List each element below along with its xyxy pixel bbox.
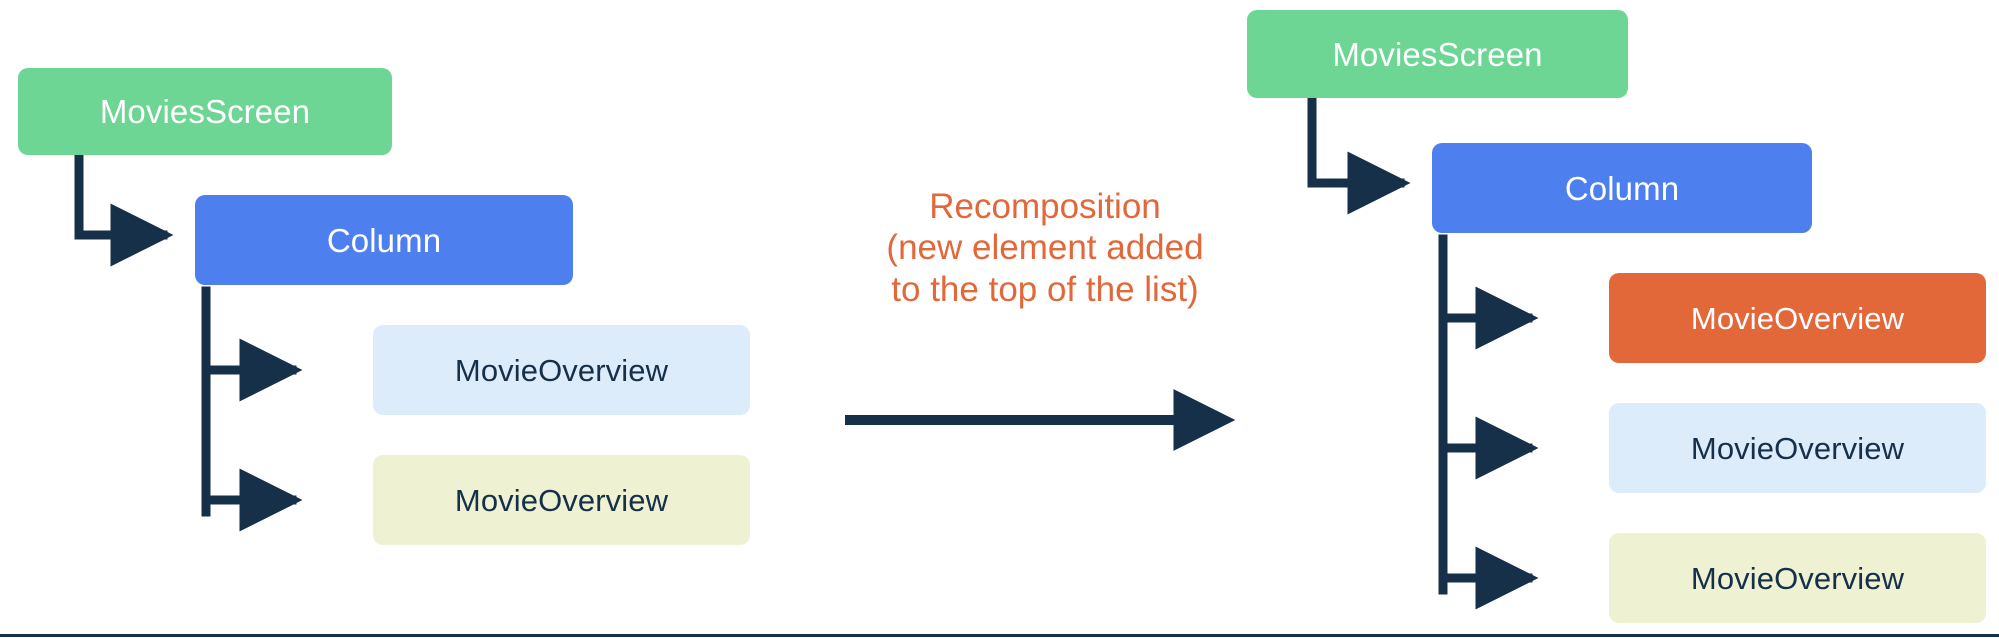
edge-movies-screen-to-column-left [74,154,174,267]
bottom-divider [0,634,1999,637]
recomposition-caption-line-3: to the top of the list) [891,269,1199,309]
recomposition-caption: Recomposition (new element added to the … [845,186,1245,310]
after-node-movie-overview-new[interactable]: MovieOverview [1609,273,1986,363]
after-node-movie-overview-2[interactable]: MovieOverview [1609,533,1986,623]
edge-movies-screen-to-column-right [1307,97,1411,215]
before-node-column[interactable]: Column [195,195,573,285]
after-node-movies-screen[interactable]: MoviesScreen [1247,10,1628,98]
recomposition-caption-line-1: Recomposition [929,187,1161,226]
edge-column-to-overviews-right [1438,234,1539,610]
after-node-column[interactable]: Column [1432,143,1812,233]
before-node-movies-screen[interactable]: MoviesScreen [18,68,392,155]
after-node-movie-overview-2-label: MovieOverview [1690,560,1905,596]
before-node-movie-overview-1-label: MovieOverview [454,352,669,388]
before-node-column-label: Column [326,221,442,259]
recomposition-caption-line-2: (new element added [886,228,1204,268]
after-node-movie-overview-new-label: MovieOverview [1690,300,1905,336]
before-node-movies-screen-label: MoviesScreen [99,93,311,130]
edge-column-to-overviews-left [201,286,303,532]
after-node-movie-overview-1-label: MovieOverview [1690,430,1905,466]
after-node-movie-overview-1[interactable]: MovieOverview [1609,403,1986,493]
after-node-movies-screen-label: MoviesScreen [1332,35,1543,73]
before-node-movie-overview-1[interactable]: MovieOverview [373,325,750,415]
before-node-movie-overview-2-label: MovieOverview [454,482,669,518]
after-node-column-label: Column [1564,169,1680,207]
before-node-movie-overview-2[interactable]: MovieOverview [373,455,750,545]
